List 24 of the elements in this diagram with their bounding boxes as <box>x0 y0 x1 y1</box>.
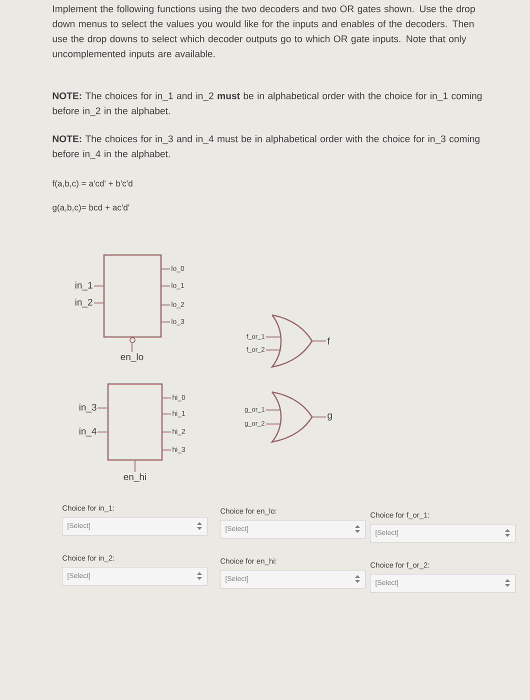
instruction-text: NOTE: The choices for in_1 and in_2 must be in alphabetical order with the choice for in_1 coming before in_2 in the alphabet. <box>52 92 482 116</box>
instruction-text: Implement the following functions using the two decoders and two OR gates shown. Use the drop down menus to select the values you would like for the inputs and enables of the decoders. Then use the drop downs to select which decoder outputs go to which OR gate inputs. Note that only uncomplemented inputs are available. <box>52 5 475 60</box>
decoder-box <box>103 254 162 344</box>
pin-line <box>161 304 170 306</box>
equation: g(a,b,c)= bcd + ac'd' <box>52 204 130 212</box>
pin-label: in_2 <box>75 298 92 308</box>
pin-label: g <box>328 413 332 421</box>
instruction-text: NOTE: The choices for in_3 and in_4 must be in alphabetical order with the choice for in_3 coming before in_4 in the alphabet. <box>52 135 480 160</box>
pin-line <box>312 340 326 342</box>
pin-label: en_lo <box>120 353 144 362</box>
or-gate <box>271 314 313 368</box>
pin-line <box>161 268 170 270</box>
pin-line <box>134 460 136 472</box>
pin-line <box>312 416 326 418</box>
pin-label: in_4 <box>79 428 97 436</box>
pin-label: f <box>327 338 330 344</box>
or-gate <box>271 391 313 443</box>
pin-label: in_1 <box>75 282 92 290</box>
decoder-box <box>107 383 163 461</box>
pin-label: en_hi <box>124 473 146 482</box>
pin-label: in_3 <box>79 404 96 412</box>
equation: f(a,b,c) = a'cd' + b'c'd <box>52 180 132 188</box>
pin-line <box>266 336 282 338</box>
pin-line <box>94 302 104 304</box>
